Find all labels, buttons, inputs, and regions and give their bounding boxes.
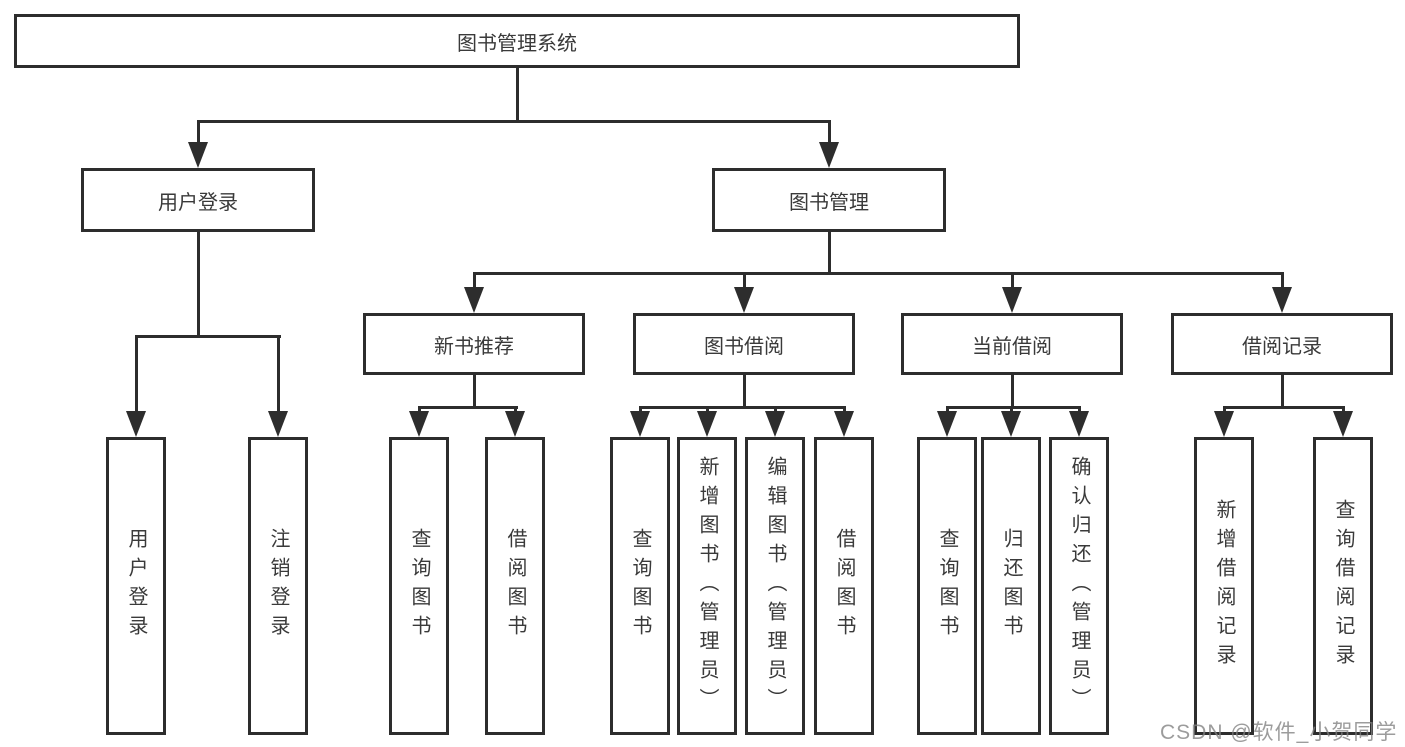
arrowhead-down-cb-return <box>1001 411 1021 437</box>
leaf-logout-label: 注销登录 <box>267 528 289 644</box>
leaf-recommend-query-books: 查询图书 <box>389 437 449 735</box>
connector-ul-logout-drop <box>277 335 280 415</box>
leaf-borrowing-borrow-books: 借阅图书 <box>814 437 874 735</box>
leaf-borrowing-borrow-books-label: 借阅图书 <box>833 528 855 644</box>
node-root-label: 图书管理系统 <box>457 32 577 55</box>
node-new-book-recommend: 新书推荐 <box>363 313 585 375</box>
arrowhead-down-br-query <box>1333 411 1353 437</box>
connector-borrow-record-drop <box>1281 272 1284 292</box>
node-user-login-label: 用户登录 <box>158 191 238 214</box>
leaf-add-books-admin-label: 新增图书（管理员） <box>696 455 718 717</box>
leaf-edit-books-admin: 编辑图书（管理员） <box>745 437 805 735</box>
leaf-edit-books-admin-label: 编辑图书（管理员） <box>764 455 786 717</box>
arrowhead-down-bb-edit <box>765 411 785 437</box>
node-book-borrowing: 图书借阅 <box>633 313 855 375</box>
leaf-add-borrow-record-label: 新增借阅记录 <box>1213 499 1235 673</box>
arrowhead-down-cb-confirm <box>1069 411 1089 437</box>
arrowhead-down-br-add <box>1214 411 1234 437</box>
connector-root-bar <box>197 120 831 123</box>
node-current-borrowing-label: 当前借阅 <box>972 335 1052 358</box>
connector-current-borrow-drop <box>1011 272 1014 292</box>
leaf-recommend-borrow-books-label: 借阅图书 <box>504 528 526 644</box>
connector-new-book-rec-drop <box>473 272 476 292</box>
leaf-user-login: 用户登录 <box>106 437 166 735</box>
node-borrowing-records-label: 借阅记录 <box>1242 335 1322 358</box>
arrowhead-down-user-login <box>188 142 208 168</box>
arrowhead-down-bb-query <box>630 411 650 437</box>
watermark-text: CSDN @软件_小贺同学 <box>1160 721 1398 744</box>
connector-book-mgmt-stem <box>828 232 831 275</box>
arrowhead-down-ul-login <box>126 411 146 437</box>
node-user-login: 用户登录 <box>81 168 315 232</box>
connector-new-book-rec-bar <box>418 406 518 409</box>
connector-current-borrow-bar <box>946 406 1080 409</box>
connector-book-borrow-stem <box>743 375 746 409</box>
leaf-borrowing-query-books-label: 查询图书 <box>629 528 651 644</box>
arrowhead-down-book-mgmt <box>819 142 839 168</box>
leaf-user-login-label: 用户登录 <box>125 528 147 644</box>
connector-current-borrow-stem <box>1011 375 1014 409</box>
connector-borrow-record-bar <box>1223 406 1345 409</box>
arrowhead-down-cb-query <box>937 411 957 437</box>
arrowhead-down-current-borrow <box>1002 287 1022 313</box>
node-book-management-label: 图书管理 <box>789 191 869 214</box>
arrowhead-down-new-book-rec <box>464 287 484 313</box>
arrowhead-down-ul-logout <box>268 411 288 437</box>
connector-user-login-bar <box>135 335 281 338</box>
leaf-query-borrow-record: 查询借阅记录 <box>1313 437 1373 735</box>
node-new-book-recommend-label: 新书推荐 <box>434 335 514 358</box>
node-book-management: 图书管理 <box>712 168 946 232</box>
connector-ul-login-drop <box>135 335 138 415</box>
node-borrowing-records: 借阅记录 <box>1171 313 1393 375</box>
leaf-add-borrow-record: 新增借阅记录 <box>1194 437 1254 735</box>
leaf-borrowing-query-books: 查询图书 <box>610 437 670 735</box>
connector-book-mgmt-bar <box>473 272 1284 275</box>
node-current-borrowing: 当前借阅 <box>901 313 1123 375</box>
leaf-current-query-books: 查询图书 <box>917 437 977 735</box>
arrowhead-down-borrow-record <box>1272 287 1292 313</box>
arrowhead-down-nr-borrow <box>505 411 525 437</box>
arrowhead-down-book-borrow <box>734 287 754 313</box>
connector-user-login-drop <box>197 120 200 146</box>
leaf-confirm-return-admin-label: 确认归还（管理员） <box>1068 455 1090 717</box>
leaf-recommend-query-books-label: 查询图书 <box>408 528 430 644</box>
leaf-query-borrow-record-label: 查询借阅记录 <box>1332 499 1354 673</box>
leaf-return-books-label: 归还图书 <box>1000 528 1022 644</box>
leaf-current-query-books-label: 查询图书 <box>936 528 958 644</box>
leaf-return-books: 归还图书 <box>981 437 1041 735</box>
connector-book-mgmt-drop <box>828 120 831 146</box>
connector-new-book-rec-stem <box>473 375 476 409</box>
arrowhead-down-bb-add <box>697 411 717 437</box>
connector-root-stem <box>516 68 519 122</box>
connector-book-borrow-drop <box>743 272 746 292</box>
arrowhead-down-nr-query <box>409 411 429 437</box>
leaf-recommend-borrow-books: 借阅图书 <box>485 437 545 735</box>
arrowhead-down-bb-borrow <box>834 411 854 437</box>
node-book-borrowing-label: 图书借阅 <box>704 335 784 358</box>
connector-book-borrow-bar <box>639 406 845 409</box>
leaf-logout: 注销登录 <box>248 437 308 735</box>
node-root: 图书管理系统 <box>14 14 1020 68</box>
leaf-add-books-admin: 新增图书（管理员） <box>677 437 737 735</box>
leaf-confirm-return-admin: 确认归还（管理员） <box>1049 437 1109 735</box>
connector-user-login-stem <box>197 232 200 338</box>
connector-borrow-record-stem <box>1281 375 1284 409</box>
